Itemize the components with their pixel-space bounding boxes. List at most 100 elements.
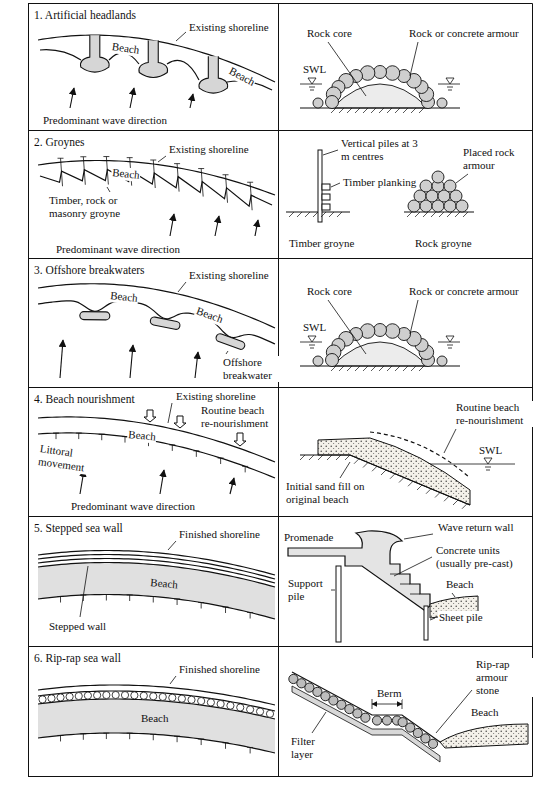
t-marker	[58, 735, 64, 741]
t-marker	[127, 595, 133, 601]
armour-stone	[178, 695, 185, 702]
ground-hatch	[345, 455, 350, 460]
armour-stone	[374, 324, 387, 337]
ground-hatch	[439, 212, 444, 217]
t-marker	[80, 734, 86, 740]
seabed-hatch	[363, 108, 368, 113]
armour-stone	[313, 356, 323, 366]
seabed-hatch	[403, 366, 408, 371]
callout-label: Timber planking	[342, 176, 417, 189]
callout-label: Rock groyne	[414, 237, 473, 250]
armour-stone	[237, 704, 244, 711]
callout-label: Existing shoreline	[175, 390, 257, 403]
seabed-hatch	[387, 108, 392, 113]
ground-hatch	[463, 212, 468, 217]
seabed-hatch	[419, 108, 424, 113]
callout-label: SWL	[302, 321, 327, 334]
leader-line	[340, 462, 350, 478]
breakwater	[215, 333, 246, 351]
ground-hatch	[426, 489, 431, 494]
callout-label: Routine beach re-nourishment	[200, 404, 277, 430]
beach-line	[38, 595, 275, 619]
leader-line	[176, 32, 186, 41]
timber-plank	[322, 204, 330, 210]
wall-line	[38, 551, 275, 575]
leader-line	[226, 351, 228, 354]
swl-symbol	[446, 78, 454, 84]
headland	[139, 41, 168, 78]
swl-symbol	[309, 345, 315, 348]
armour-stone	[437, 356, 447, 366]
ground-hatch	[423, 212, 428, 217]
seabed-hatch	[411, 108, 416, 113]
seabed-hatch	[339, 108, 344, 113]
t-marker	[193, 451, 199, 457]
leader-line	[430, 618, 435, 620]
armour-stone	[256, 708, 263, 715]
leader-line	[436, 690, 472, 733]
ground-hatch	[321, 212, 326, 217]
beach-line	[38, 301, 275, 344]
swl-line	[430, 464, 515, 465]
armour-stone	[361, 713, 370, 722]
beach-line	[38, 733, 275, 753]
swl-line	[300, 342, 460, 343]
nourishment-arrow	[144, 410, 156, 422]
t-marker	[223, 607, 229, 613]
sheet-pile	[424, 606, 428, 640]
seabed-hatch	[403, 108, 408, 113]
beach-band	[38, 563, 275, 619]
callout-label: Beach	[470, 706, 499, 719]
ground-hatch	[305, 212, 310, 217]
leader-line	[410, 300, 418, 334]
timber-pile	[318, 150, 322, 222]
timber-plank	[322, 184, 330, 190]
wave-arrow	[60, 340, 63, 378]
callout-label: Rock core	[306, 27, 353, 40]
t-marker	[127, 733, 133, 739]
leader-line	[168, 541, 176, 550]
callout-label: Beach	[194, 304, 226, 326]
beach-sand	[440, 724, 528, 748]
callout-label: Beach	[111, 166, 142, 182]
breakwater	[80, 312, 110, 320]
t-marker	[150, 734, 156, 740]
ground-hatch	[447, 212, 452, 217]
wave-arrow	[130, 88, 134, 108]
armour-stone	[84, 692, 91, 699]
armour-stone	[247, 706, 254, 713]
armour-stone	[374, 66, 387, 79]
t-marker	[247, 613, 253, 619]
swl-symbol	[485, 467, 491, 470]
t-marker	[169, 445, 175, 451]
swl-symbol	[446, 336, 454, 342]
armour-stone	[372, 716, 381, 725]
ground-hatch	[300, 455, 305, 460]
armour-stone	[428, 739, 437, 748]
armour-stone	[266, 710, 273, 717]
seabed-hatch	[371, 108, 376, 113]
armour-stone	[313, 98, 323, 108]
t-marker	[76, 433, 82, 439]
armour-stone	[432, 171, 444, 183]
callout-label: Concrete units (usually pre-cast)	[435, 544, 532, 570]
callout-label: Timber, rock or masonry groyne	[48, 194, 150, 220]
seabed-hatch	[387, 366, 392, 371]
armour-stone	[57, 694, 64, 701]
armour-stone	[326, 96, 339, 109]
t-marker	[198, 739, 204, 745]
swl-symbol	[309, 87, 315, 90]
callout-label: Filter layer	[290, 735, 332, 761]
seabed-hatch	[419, 366, 424, 371]
callout-label: SWL	[478, 444, 503, 457]
armour-stone	[385, 324, 400, 339]
armour-stone	[420, 180, 432, 192]
armour-stone	[75, 692, 82, 699]
leader-line	[404, 534, 433, 539]
seabed-hatch	[355, 108, 360, 113]
ground-hatch	[455, 212, 460, 217]
seabed-hatch	[395, 108, 400, 113]
armour-stone	[198, 697, 205, 704]
timber-plank	[322, 194, 330, 200]
ground-hatch	[354, 459, 359, 464]
